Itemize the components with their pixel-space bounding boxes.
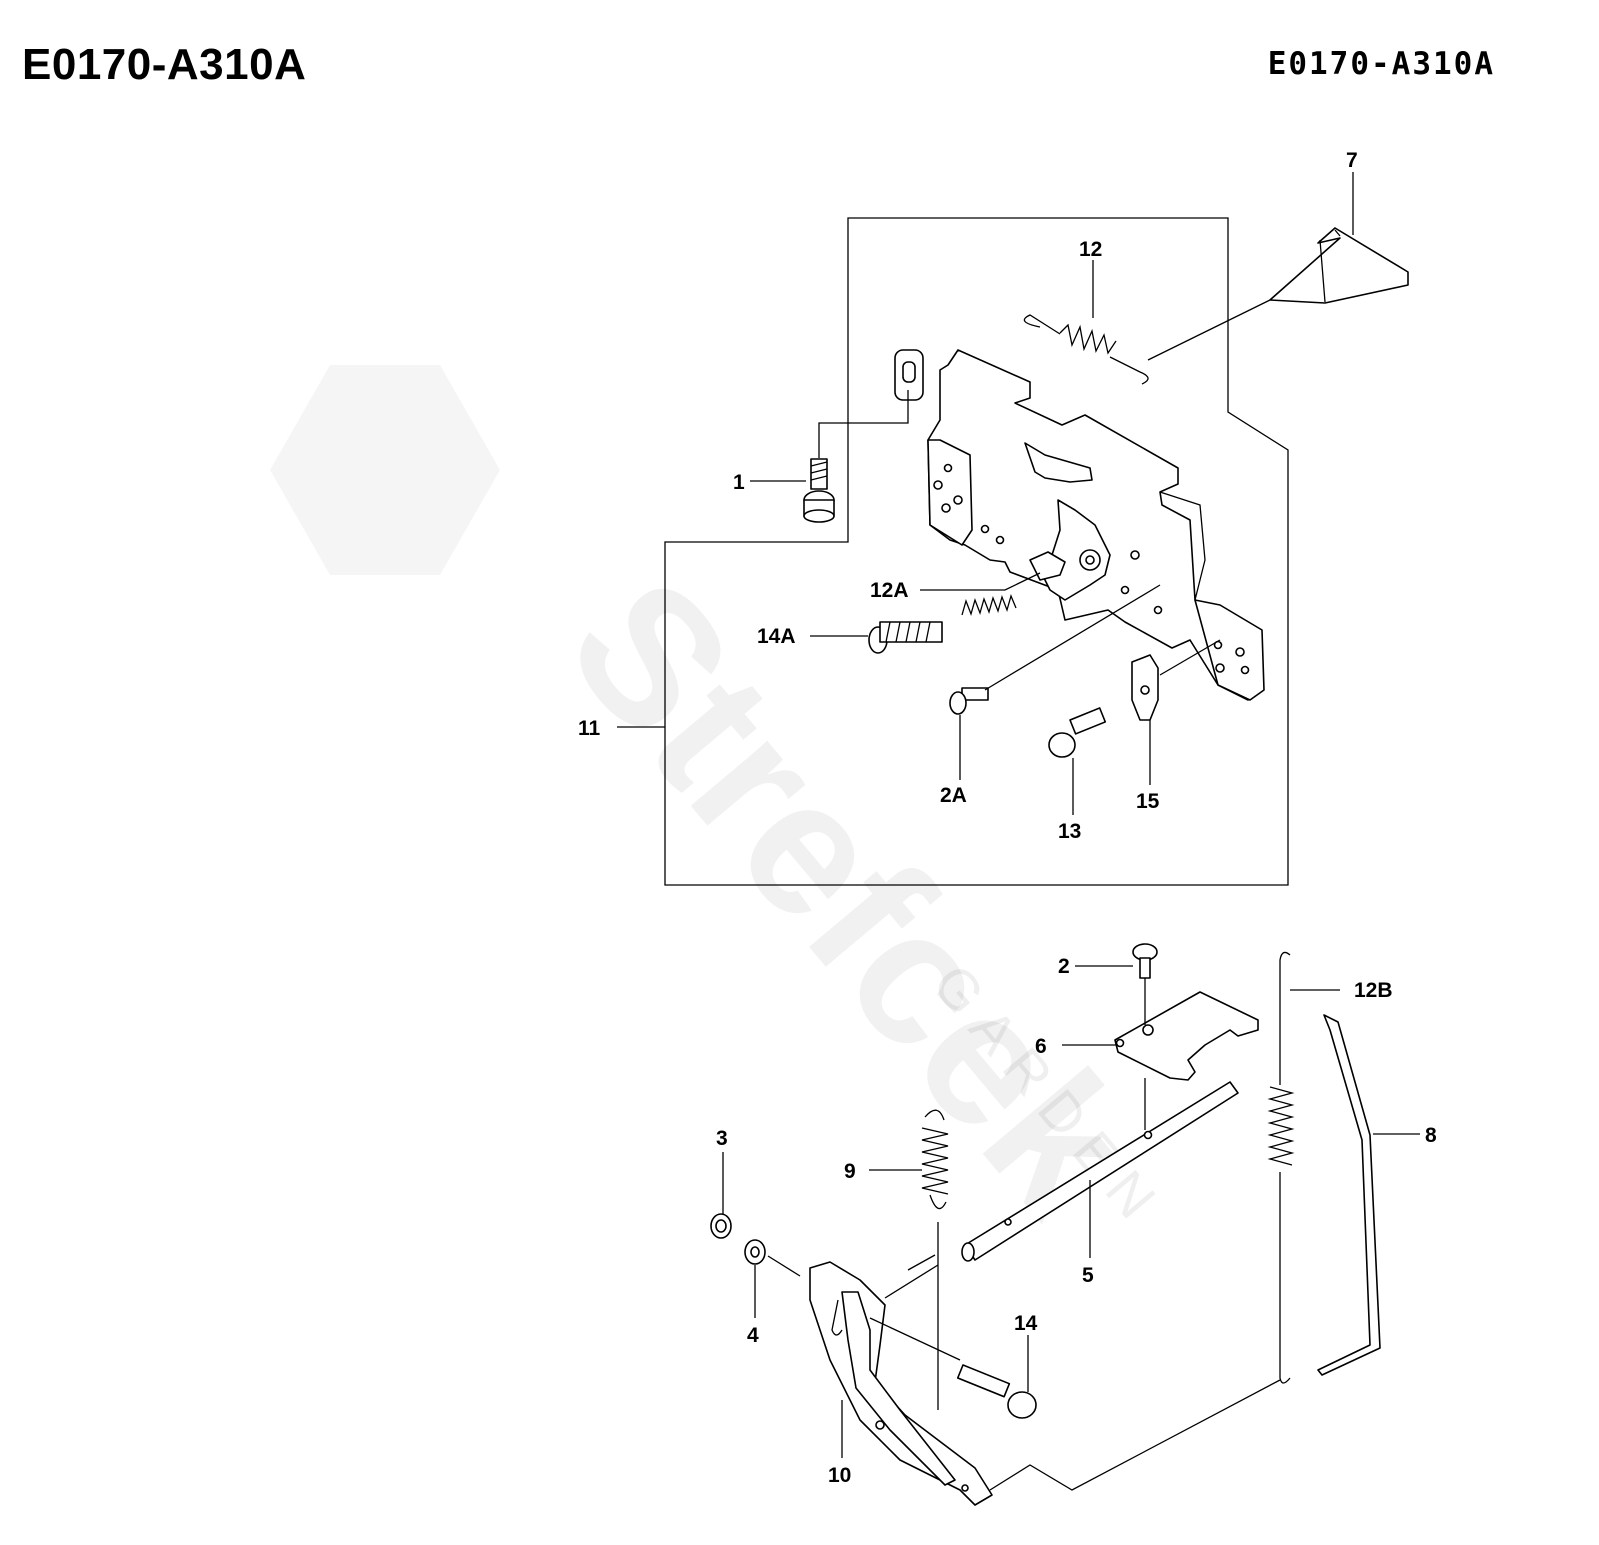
clamp-15: [1131, 639, 1221, 721]
plate-6: [1114, 978, 1259, 1130]
spring-12: [1023, 314, 1149, 385]
callout-5: 5: [1082, 1264, 1094, 1287]
callout-13: 13: [1058, 820, 1081, 843]
callout-2: 2: [1058, 955, 1070, 978]
rod-8: [1317, 1014, 1381, 1376]
bolt-14: [869, 1317, 1037, 1419]
diagram-code-title: E0170-A310A: [22, 40, 307, 89]
callout-6: 6: [1035, 1035, 1047, 1058]
callout-12: 12: [1079, 238, 1102, 261]
callout-10: 10: [828, 1464, 851, 1487]
callout-9: 9: [844, 1160, 856, 1183]
callout-11: 11: [578, 717, 601, 740]
diagram-code-label: E0170-A310A: [1267, 46, 1495, 82]
screw-2: [1132, 943, 1158, 979]
spring-9: [921, 1109, 949, 1395]
wire-rod-7: [1147, 227, 1409, 361]
callout-8: 8: [1425, 1124, 1437, 1147]
assembly-frame: [664, 217, 1289, 886]
bolt-1: [803, 390, 909, 523]
callout-4: 4: [747, 1324, 759, 1347]
callout-3: 3: [716, 1127, 728, 1150]
washer-4: [744, 1239, 801, 1277]
lever-10: [809, 1261, 993, 1506]
screw-2A: [949, 584, 1161, 715]
callout-12B: 12B: [1354, 979, 1393, 1002]
callout-1: 1: [733, 471, 745, 494]
callout-7: 7: [1346, 149, 1358, 172]
callout-2A: 2A: [940, 784, 967, 807]
callout-12A: 12A: [870, 579, 909, 602]
nut-3: [710, 1213, 732, 1239]
spring-12A: [961, 594, 1017, 617]
spring-12B: [1267, 951, 1295, 1384]
bolt-14A: [868, 621, 943, 654]
shaft-5: [961, 1081, 1239, 1262]
callout-leaders: [617, 172, 1420, 1458]
callout-labels: 1 12 7 12A 14A 11 2A 13 15 2 12B 6 8 9 5…: [578, 149, 1437, 1487]
callout-15: 15: [1136, 790, 1160, 813]
connector-lines: [884, 1254, 1281, 1491]
callout-14A: 14A: [757, 625, 796, 648]
control-plate: [894, 349, 1265, 701]
bolt-13: [1048, 707, 1107, 758]
callout-14: 14: [1014, 1312, 1038, 1335]
